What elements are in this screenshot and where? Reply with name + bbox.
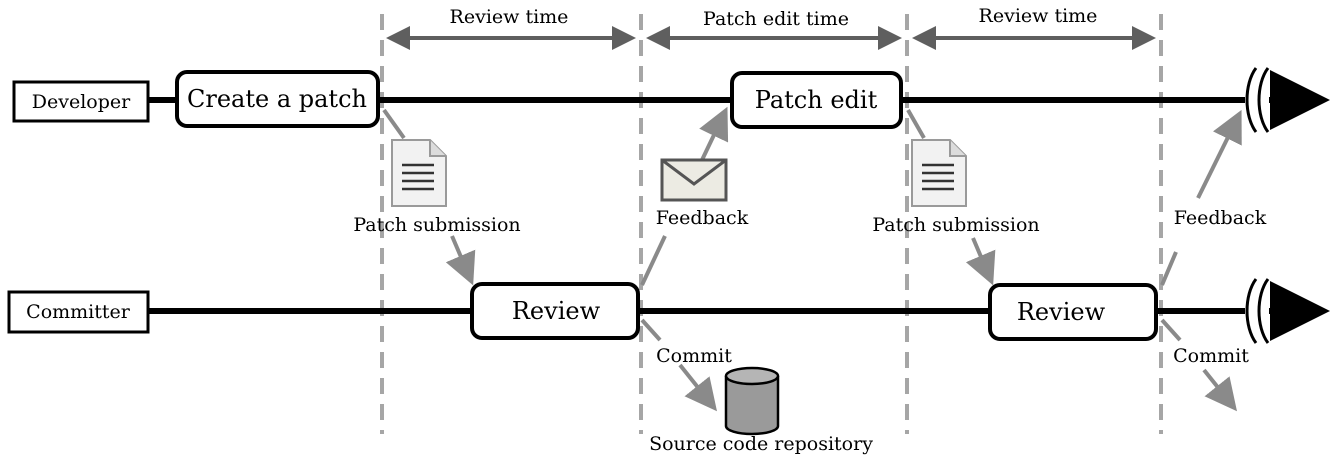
commit-label-1: Commit <box>656 345 732 367</box>
phase-label-review-time-2: Review time <box>979 5 1098 27</box>
create-patch-label: Create a patch <box>187 85 367 113</box>
committer-actor: Committer <box>7 290 150 334</box>
review-label-1: Review <box>512 297 601 325</box>
review-box-2: Review <box>988 283 1158 341</box>
submission-1-arrow <box>445 235 476 286</box>
commit-2-arrow-top <box>1160 318 1182 342</box>
review-box-1: Review <box>470 282 640 340</box>
phase-separators <box>380 14 1163 434</box>
commit-1-arrow-top <box>640 318 662 342</box>
developer-break-mark <box>1245 67 1270 133</box>
submission-2-arrow <box>965 237 996 286</box>
document-icon <box>391 139 447 207</box>
feedback-label-2: Feedback <box>1174 207 1267 229</box>
review-label-2: Review <box>1017 298 1106 326</box>
feedback-1-arrow <box>640 235 667 286</box>
feedback-2-arrow <box>1196 109 1242 199</box>
phase-label-patch-edit-time: Patch edit time <box>703 8 849 30</box>
patch-submission-label-2: Patch submission <box>872 214 1039 236</box>
patch-edit-box: Patch edit <box>730 71 903 129</box>
commit-label-2: Commit <box>1173 345 1249 367</box>
feedback-label-1: Feedback <box>656 207 749 229</box>
feedback-1-arrow-up <box>699 106 729 161</box>
commit-2-arrow <box>1202 368 1237 412</box>
flow-arrows <box>382 106 1242 412</box>
database-icon <box>724 366 780 436</box>
patch-edit-label: Patch edit <box>755 86 878 114</box>
phase-label-review-time-1: Review time <box>450 6 569 28</box>
committer-label: Committer <box>26 301 131 323</box>
submission-2-arrow-top <box>906 109 926 139</box>
repository-label: Source code repository <box>649 433 873 455</box>
developer-label: Developer <box>32 91 131 113</box>
feedback-2-arrow-low <box>1160 251 1178 286</box>
envelope-icon <box>660 158 728 202</box>
submission-1-arrow-top <box>382 108 406 140</box>
developer-actor: Developer <box>12 80 150 123</box>
commit-1-arrow <box>678 363 717 412</box>
document-icon <box>911 139 967 207</box>
create-patch-box: Create a patch <box>175 70 380 128</box>
patch-submission-label-1: Patch submission <box>353 214 520 236</box>
committer-break-mark <box>1245 278 1270 344</box>
